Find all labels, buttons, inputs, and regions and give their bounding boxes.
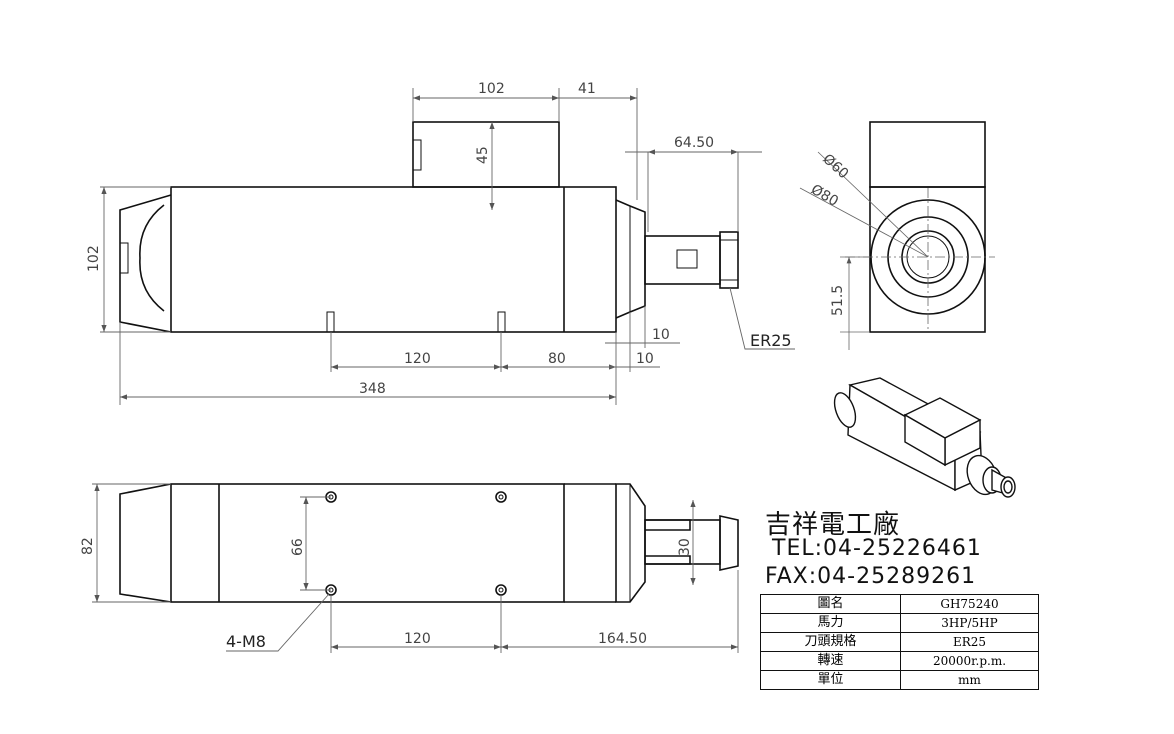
spec-key: 馬力: [760, 613, 901, 633]
top-dimension-lines: [92, 483, 739, 653]
spec-value: 20000r.p.m.: [900, 651, 1039, 671]
isometric-view: [833, 377, 1016, 498]
top-view: [119, 483, 739, 603]
dim-side-102: 102: [86, 245, 102, 272]
spec-table: 圖名 GH75240 馬力 3HP/5HP 刀頭規格 ER25 轉速 20000…: [760, 594, 1039, 690]
spec-value: GH75240: [900, 594, 1039, 614]
dim-bottom-164-50: 164.50: [598, 631, 647, 647]
end-view-centerlines: [799, 151, 995, 350]
spec-key: 轉速: [760, 651, 901, 671]
spec-row: 轉速 20000r.p.m.: [760, 651, 1039, 671]
spec-row: 單位 mm: [760, 670, 1039, 690]
spec-value: ER25: [900, 632, 1039, 652]
dim-side-10b: 10: [636, 351, 654, 367]
dim-bottom-66: 66: [290, 538, 306, 556]
side-view: [119, 121, 739, 333]
dim-dia60: Ø60: [819, 151, 851, 182]
dim-side-80: 80: [548, 351, 566, 367]
spec-row: 刀頭規格 ER25: [760, 632, 1039, 652]
dim-er25: ER25: [750, 331, 792, 350]
spec-key: 刀頭規格: [760, 632, 901, 652]
spec-key: 單位: [760, 670, 901, 690]
end-view: [869, 121, 986, 333]
spec-row: 圖名 GH75240: [760, 594, 1039, 614]
company-name: 吉祥電工廠: [765, 510, 901, 540]
company-tel: TEL:04-25226461: [772, 536, 982, 561]
spec-key: 圖名: [760, 594, 901, 614]
spec-value: mm: [900, 670, 1039, 690]
dim-dia80: Ø80: [808, 182, 841, 210]
company-fax: FAX:04-25289261: [765, 564, 977, 589]
dim-bottom-120: 120: [404, 631, 431, 647]
dim-top-41: 41: [578, 81, 596, 97]
spec-row: 馬力 3HP/5HP: [760, 613, 1039, 633]
spec-value: 3HP/5HP: [900, 613, 1039, 633]
dim-4-m8: 4-M8: [226, 632, 266, 651]
side-dimension-lines: [100, 88, 795, 405]
dim-51-5: 51.5: [830, 285, 846, 316]
dim-bottom-82: 82: [80, 537, 96, 555]
dim-side-10a: 10: [652, 327, 670, 343]
dim-bottom-30: 30: [677, 538, 693, 556]
dim-top-102: 102: [478, 81, 505, 97]
dim-top-45: 45: [475, 146, 491, 164]
dim-64-50: 64.50: [674, 135, 714, 151]
dim-side-120: 120: [404, 351, 431, 367]
dim-side-348: 348: [359, 381, 386, 397]
